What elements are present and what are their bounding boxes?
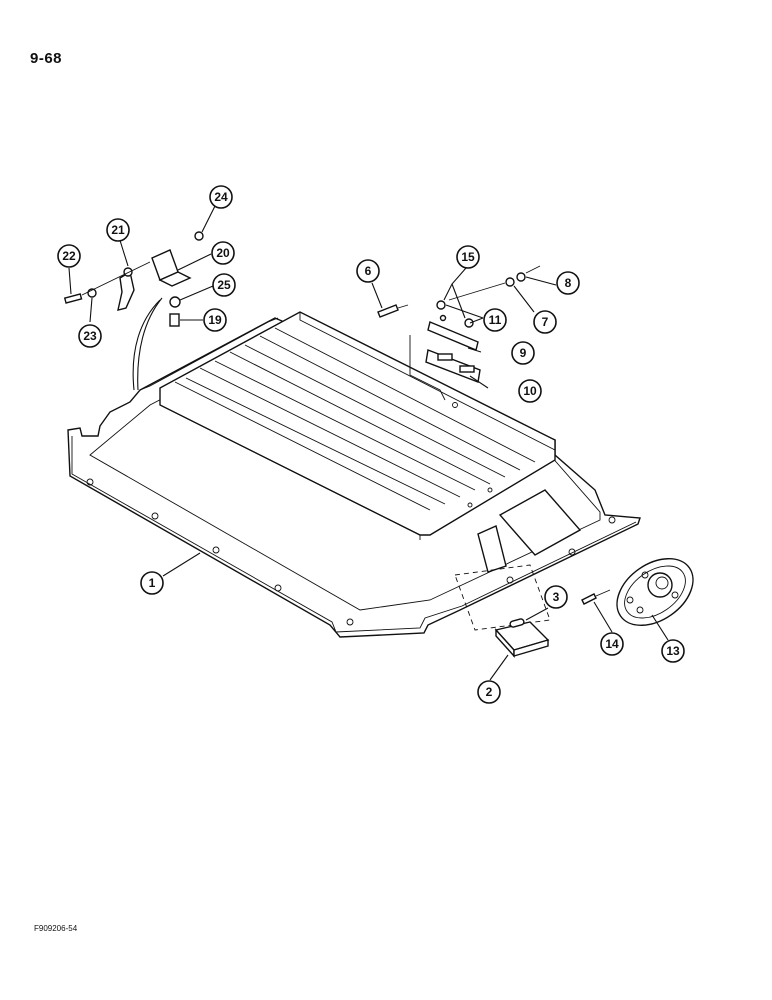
left-bracket-assembly — [63, 231, 204, 391]
callout-10: 10 — [518, 379, 542, 403]
svg-text:8: 8 — [565, 276, 572, 290]
svg-text:23: 23 — [83, 329, 97, 343]
svg-text:6: 6 — [365, 264, 372, 278]
svg-text:3: 3 — [553, 590, 560, 604]
callout-24: 24 — [209, 185, 233, 209]
page-number: 9-68 — [30, 50, 63, 67]
svg-text:13: 13 — [666, 644, 680, 658]
callout-14: 14 — [600, 632, 624, 656]
svg-text:19: 19 — [208, 313, 222, 327]
svg-text:22: 22 — [62, 249, 76, 263]
svg-text:7: 7 — [542, 315, 549, 329]
callout-25: 25 — [212, 273, 236, 297]
callout-9: 9 — [511, 341, 535, 365]
callout-19: 19 — [203, 308, 227, 332]
callout-6: 6 — [356, 259, 380, 283]
right-bracket-assembly — [377, 265, 541, 401]
svg-text:15: 15 — [461, 250, 475, 264]
svg-text:25: 25 — [217, 278, 231, 292]
leader-lines — [68, 203, 669, 681]
svg-text:21: 21 — [111, 223, 125, 237]
dome-lamp — [494, 618, 550, 658]
callout-20: 20 — [211, 241, 235, 265]
svg-text:2: 2 — [486, 685, 493, 699]
svg-text:10: 10 — [523, 384, 537, 398]
callout-23: 23 — [78, 324, 102, 348]
callout-22: 22 — [57, 244, 81, 268]
callout-2: 2 — [477, 680, 501, 704]
figure-code: F909206-54 — [34, 924, 78, 933]
callout-11: 11 — [483, 308, 507, 332]
svg-text:24: 24 — [214, 190, 228, 204]
callout-8: 8 — [556, 271, 580, 295]
headliner-panel — [67, 311, 641, 638]
callout-13: 13 — [661, 639, 685, 663]
callout-3: 3 — [544, 585, 568, 609]
callout-7: 7 — [533, 310, 557, 334]
speaker — [581, 558, 694, 626]
callout-21: 21 — [106, 218, 130, 242]
svg-text:1: 1 — [149, 576, 156, 590]
svg-text:20: 20 — [216, 246, 230, 260]
callout-1: 1 — [140, 571, 164, 595]
callout-15: 15 — [456, 245, 480, 269]
svg-text:14: 14 — [605, 637, 619, 651]
svg-text:11: 11 — [489, 313, 502, 327]
svg-text:9: 9 — [520, 346, 527, 360]
